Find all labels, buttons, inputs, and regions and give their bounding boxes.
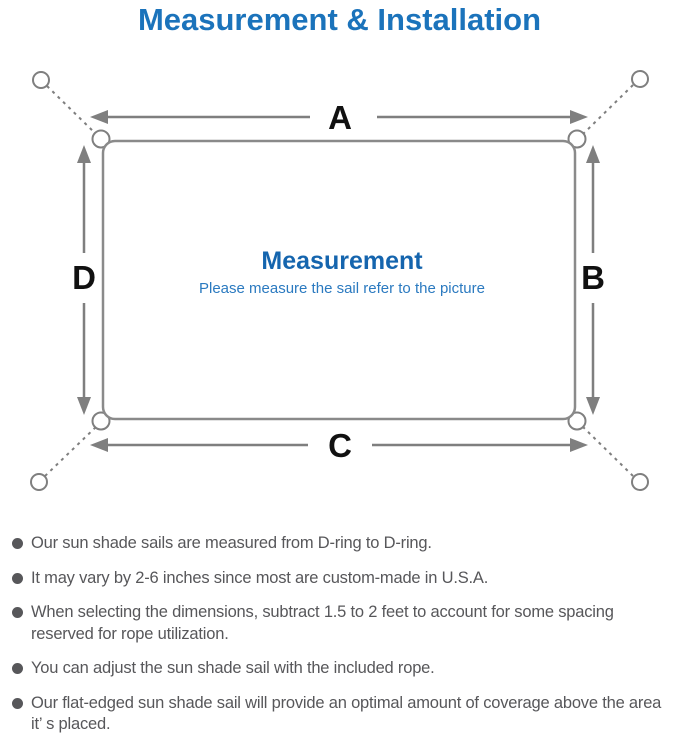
bullet-icon	[12, 663, 23, 674]
bullet-icon	[12, 607, 23, 618]
list-item-text: Our sun shade sails are measured from D-…	[31, 534, 432, 552]
list-item-text: It may vary by 2-6 inches since most are…	[31, 568, 489, 587]
anchor-ring-icon	[631, 473, 649, 491]
bullet-icon	[12, 538, 23, 549]
list-item-text: When selecting the dimensions, subtract …	[31, 603, 614, 643]
dimension-label-c: C	[328, 427, 352, 464]
sail-measurement-svg: A B C D Measurement Please measure the s…	[30, 70, 649, 491]
list-item: Our flat-edged sun shade sail will provi…	[10, 693, 670, 736]
bullet-icon	[12, 572, 23, 584]
list-item-text: You can adjust the sun shade sail with t…	[31, 659, 435, 677]
measurement-diagram: A B C D Measurement Please measure the s…	[0, 55, 679, 515]
bullet-icon	[12, 697, 23, 709]
measure-arrow-icon	[90, 438, 588, 452]
d-ring-icon	[91, 411, 111, 431]
anchor-ring-icon	[32, 71, 50, 89]
corner-rope-dashed-lines	[44, 84, 634, 477]
d-ring-icon	[567, 411, 587, 431]
page-title: Measurement & Installation	[137, 2, 542, 37]
list-item-text: Our flat-edged sun shade sail will provi…	[31, 693, 662, 734]
d-ring-icon	[91, 129, 111, 149]
diagram-center-subtitle: Please measure the sail refer to the pic…	[199, 280, 485, 297]
list-item: It may vary by 2-6 inches since most are…	[10, 568, 670, 590]
anchor-ring-icon	[30, 473, 48, 491]
dimension-label-d: D	[72, 259, 96, 296]
measure-arrow-icon	[586, 145, 600, 415]
instruction-list: Our sun shade sails are measured from D-…	[10, 533, 670, 749]
list-item: You can adjust the sun shade sail with t…	[10, 658, 670, 680]
list-item: Our sun shade sails are measured from D-…	[10, 533, 670, 555]
measure-arrow-icon	[90, 110, 588, 124]
anchor-ring-icon	[631, 70, 649, 88]
d-ring-icon	[567, 129, 587, 149]
diagram-center-title: Measurement	[261, 247, 423, 275]
dimension-label-a: A	[328, 99, 352, 136]
dimension-label-b: B	[581, 259, 605, 296]
measure-arrow-icon	[77, 145, 91, 415]
sail-rectangle	[101, 139, 577, 421]
list-item: When selecting the dimensions, subtract …	[10, 602, 670, 645]
